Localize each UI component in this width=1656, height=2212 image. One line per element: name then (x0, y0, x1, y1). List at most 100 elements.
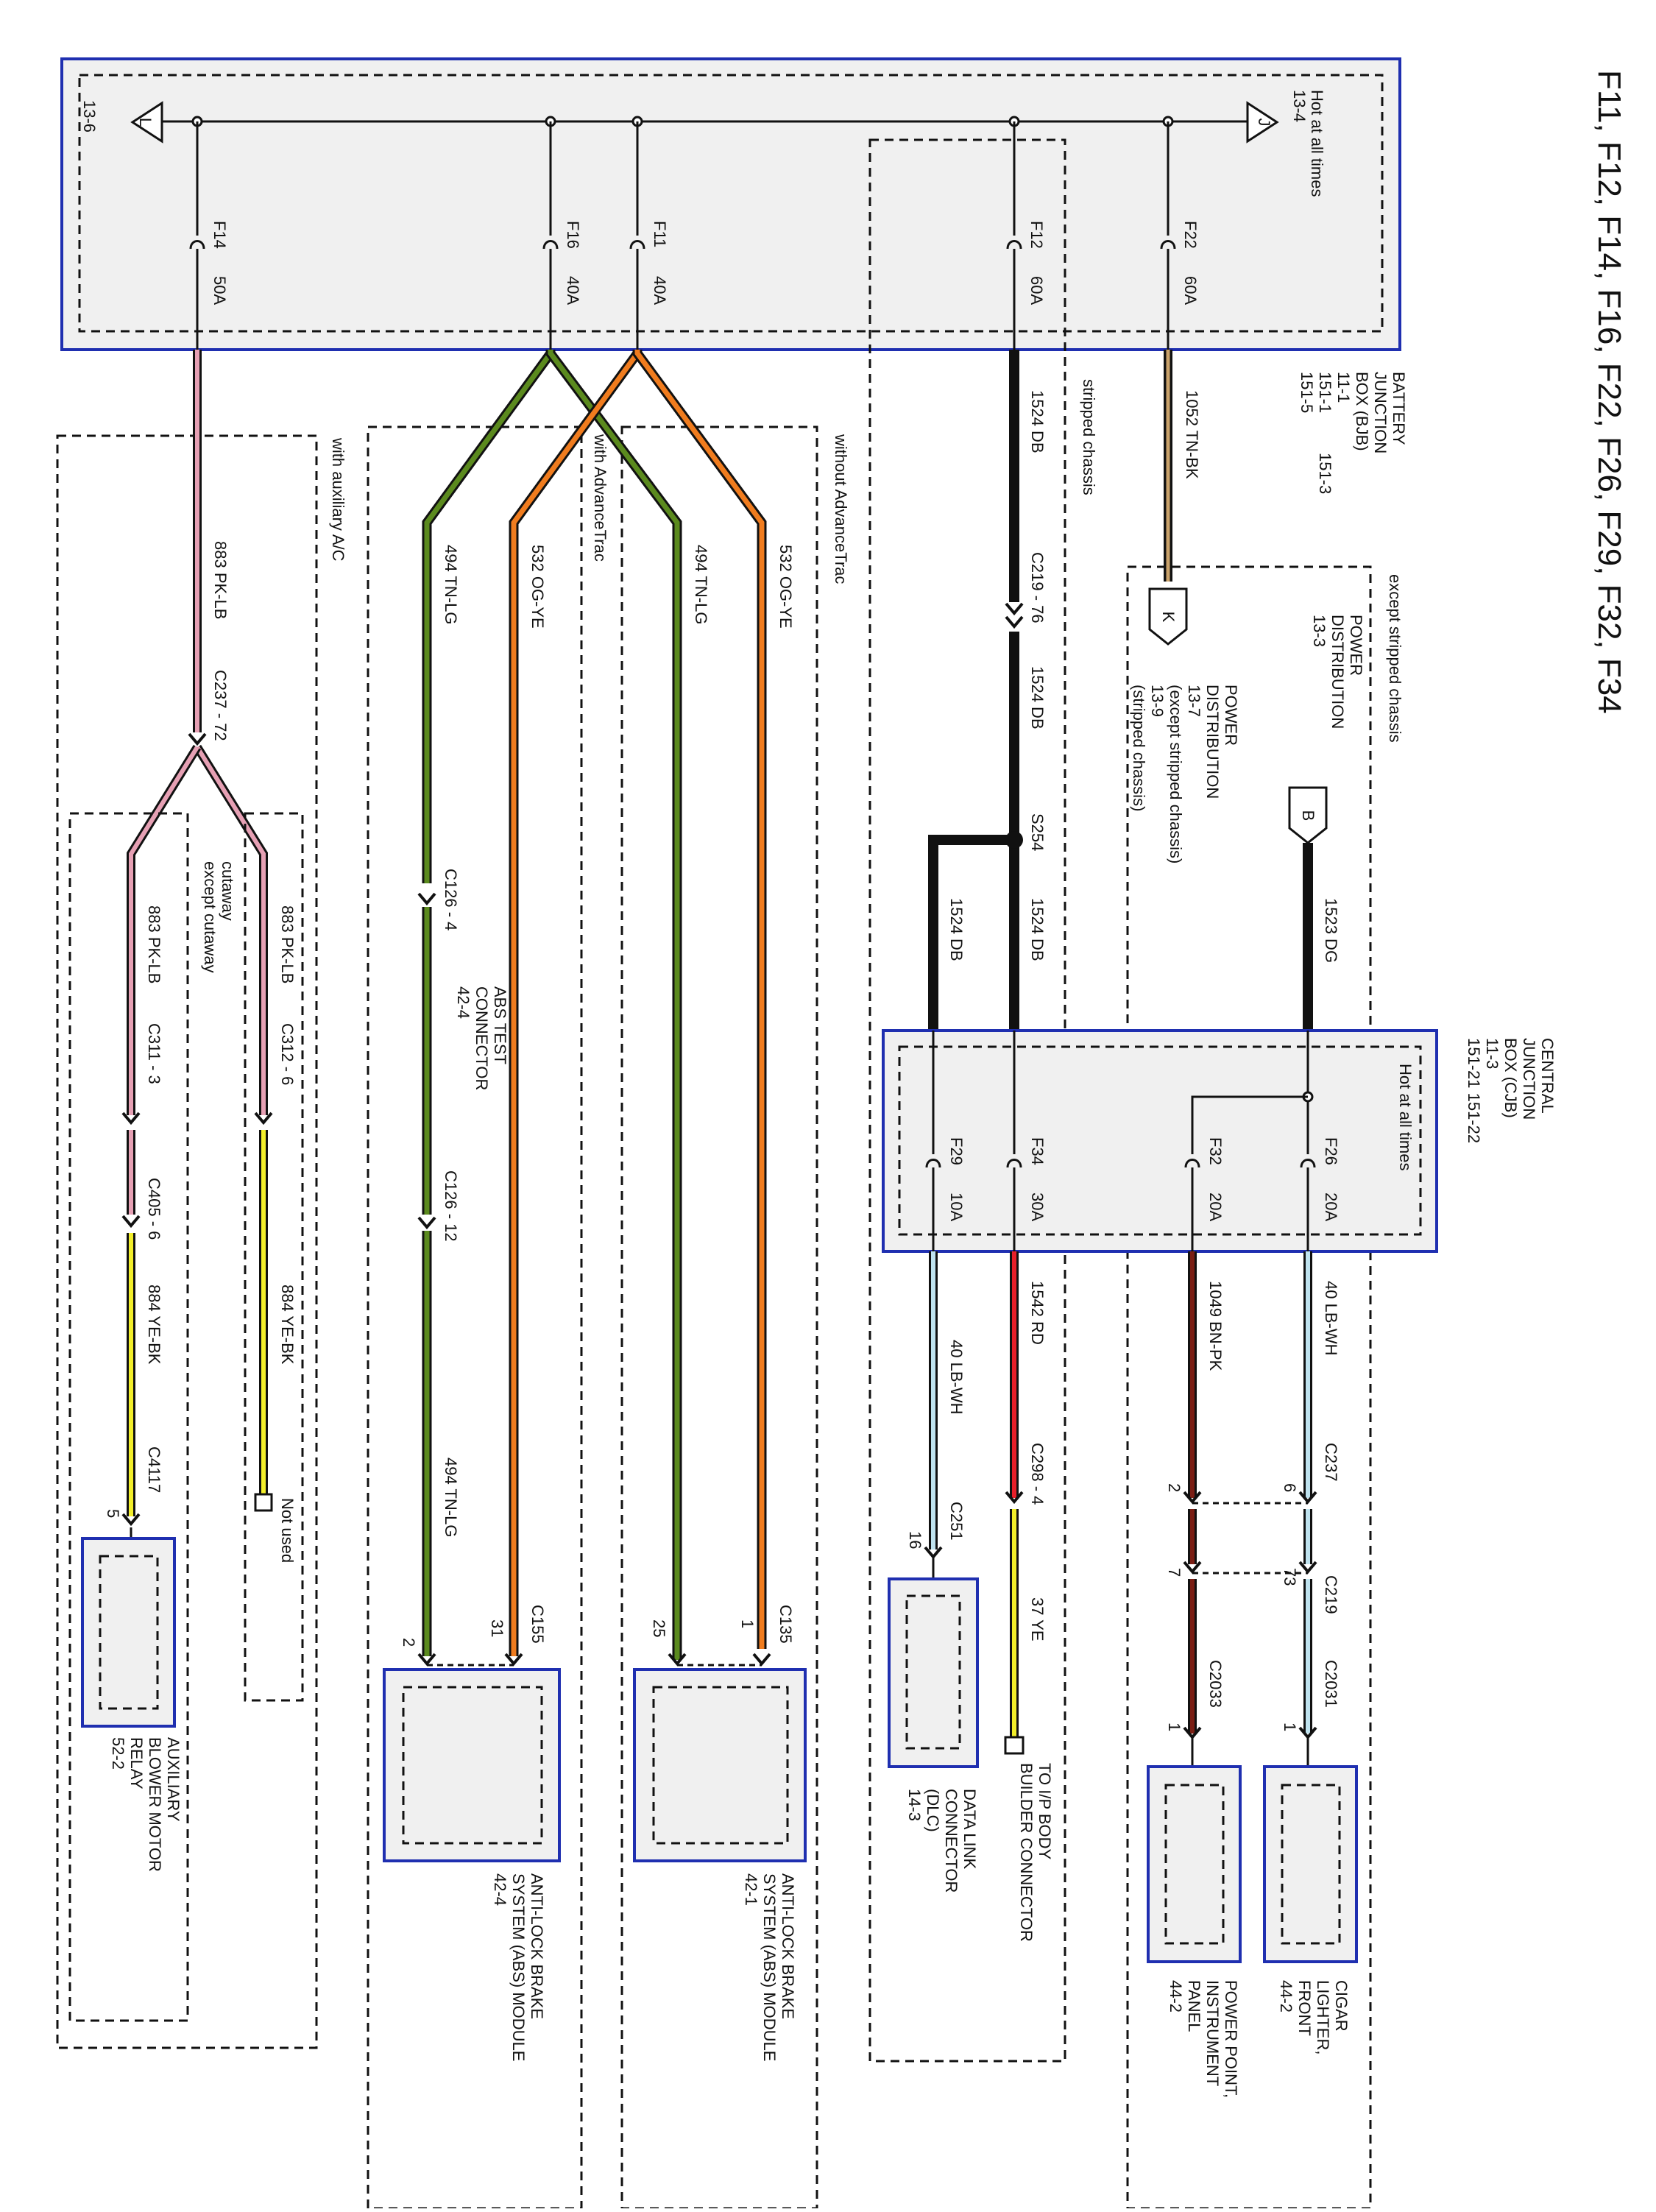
svg-text:7: 7 (1165, 1568, 1183, 1577)
except-stripped-label: except stripped chassis (1386, 574, 1404, 743)
power-distribution-b-label: POWER DISTRIBUTION 13-3 (1310, 615, 1365, 729)
connector-l-ref: 13-6 (80, 100, 99, 132)
with-advancetrac-label: with AdvanceTrac (591, 434, 609, 562)
svg-text:5: 5 (104, 1509, 122, 1518)
svg-text:C135: C135 (776, 1605, 795, 1644)
connector-b-symbol (1288, 786, 1328, 844)
svg-text:C2033: C2033 (1206, 1660, 1225, 1708)
svg-text:532 OG-YE: 532 OG-YE (776, 545, 795, 629)
svg-text:1: 1 (1281, 1722, 1299, 1731)
fuse-f16-name: F16 (564, 221, 582, 249)
fuse-f11-name: F11 (651, 221, 669, 247)
wire-40-f26: 40 LB-WH C237 6 C219 73 C2031 1 (1281, 1251, 1340, 1767)
svg-text:40 LB-WH: 40 LB-WH (1322, 1281, 1340, 1355)
svg-text:73: 73 (1281, 1568, 1299, 1586)
wire-40-f29: 40 LB-WH C251 16 (906, 1251, 966, 1579)
wire-494-f16 (422, 350, 682, 1660)
svg-text:11-3: 11-3 (1483, 1038, 1501, 1069)
cutaway-region (244, 812, 304, 1702)
not-used-label: Not used (278, 1498, 297, 1563)
svg-text:INSTRUMENT: INSTRUMENT (1203, 1980, 1222, 2086)
svg-text:884 YE-BK: 884 YE-BK (278, 1285, 297, 1365)
svg-text:JUNCTION: JUNCTION (1371, 372, 1390, 453)
svg-text:BLOWER MOTOR: BLOWER MOTOR (146, 1737, 164, 1872)
svg-text:CENTRAL: CENTRAL (1538, 1038, 1557, 1114)
battery-junction-box: L 13-6 J 13-4 Hot at all times F14 50A F… (60, 57, 1401, 351)
svg-text:151-21 151-22: 151-21 151-22 (1465, 1038, 1483, 1143)
wire-1524: 1524 DB C219 - 76 1524 DB S254 1524 DB 1… (928, 350, 1047, 1031)
svg-text:494 TN-LG: 494 TN-LG (442, 545, 460, 624)
svg-text:1: 1 (738, 1619, 757, 1628)
svg-text:13-3: 13-3 (1310, 615, 1328, 647)
svg-text:C219: C219 (1322, 1575, 1340, 1614)
except-cutaway-label: except cutaway (201, 861, 219, 973)
fuse-f14-name: F14 (210, 221, 229, 249)
except-cutaway-branch: 883 PK-LB C311 - 3 C405 - 6 884 YE-BK C4… (104, 905, 163, 1538)
svg-text:151-1: 151-1 (1316, 372, 1334, 413)
except-cutaway-region (68, 812, 189, 2022)
svg-text:C126 - 12: C126 - 12 (442, 1170, 460, 1242)
stripped-chassis-label: stripped chassis (1080, 379, 1098, 495)
svg-text:AUXILIARY: AUXILIARY (164, 1737, 183, 1822)
wire-883: 883 PK-LB C237 - 72 (127, 350, 268, 1115)
svg-text:C2031: C2031 (1322, 1660, 1340, 1708)
connector-k-letter: K (1159, 612, 1178, 623)
svg-text:151-3: 151-3 (1316, 453, 1334, 494)
power-distribution-k-label: POWER DISTRIBUTION 13-7 (except stripped… (1130, 685, 1240, 863)
svg-text:LIGHTER,: LIGHTER, (1314, 1980, 1332, 2054)
svg-text:883 PK-LB: 883 PK-LB (145, 905, 163, 983)
with-aux-ac-label: with auxiliary A/C (329, 437, 347, 562)
svg-text:1524 DB: 1524 DB (1028, 390, 1047, 453)
connector-k-symbol (1148, 587, 1188, 646)
svg-text:Hot at all times: Hot at all times (1396, 1064, 1415, 1171)
abs-test-connector: C126 - 4 ABS TEST CONNECTOR 42-4 C126 - … (417, 869, 509, 1656)
fuse-f22-rating: 60A (1181, 276, 1200, 305)
without-advancetrac-region (620, 425, 818, 2210)
with-aux-ac-region (56, 434, 318, 2049)
svg-text:C237 - 72: C237 - 72 (211, 670, 230, 741)
cutaway-label: cutaway (219, 861, 237, 921)
svg-text:SYSTEM (ABS) MODULE: SYSTEM (ABS) MODULE (760, 1873, 779, 2061)
fuse-f12-rating: 60A (1027, 276, 1046, 305)
with-advancetrac-region (367, 425, 583, 2210)
svg-text:532 OG-YE: 532 OG-YE (528, 545, 547, 629)
svg-text:C219 - 76: C219 - 76 (1028, 552, 1047, 623)
svg-text:40 LB-WH: 40 LB-WH (947, 1340, 966, 1414)
svg-text:POWER POINT,: POWER POINT, (1222, 1980, 1240, 2098)
svg-text:1049 BN-PK: 1049 BN-PK (1206, 1281, 1225, 1371)
page-title: F11, F12, F14, F16, F22, F26, F29, F32, … (1591, 70, 1627, 714)
wire-1049: 1049 BN-PK 2 7 C2033 1 (1165, 1251, 1225, 1767)
svg-text:1: 1 (1165, 1722, 1183, 1731)
cjb-label: CENTRAL JUNCTION BOX (CJB) 11-3 151-21 1… (1465, 1038, 1557, 1143)
svg-text:SYSTEM (ABS) MODULE: SYSTEM (ABS) MODULE (509, 1873, 528, 2061)
cutaway-branch: 883 PK-LB C312 - 6 884 YE-BK Not used (254, 905, 297, 1563)
abs-module-42-1: C135 1 25 ANTI-LOCK BRAKE SYSTEM (ABS) M… (633, 1605, 807, 2061)
svg-text:52-2: 52-2 (109, 1737, 127, 1770)
svg-text:2: 2 (1165, 1483, 1183, 1492)
connector-l-symbol (130, 101, 163, 144)
svg-text:44-2: 44-2 (1277, 1980, 1295, 2013)
svg-text:20A: 20A (1206, 1192, 1225, 1221)
svg-text:RELAY: RELAY (127, 1737, 146, 1789)
ip-body-label-2: BUILDER CONNECTOR (1017, 1763, 1036, 1942)
svg-text:11-1: 11-1 (1334, 372, 1353, 403)
svg-text:PANEL: PANEL (1185, 1980, 1203, 2032)
svg-text:30A: 30A (1028, 1192, 1047, 1221)
svg-text:C405 - 6: C405 - 6 (145, 1178, 163, 1240)
wire-1523-label: 1523 DG (1322, 898, 1340, 963)
svg-text:42-4: 42-4 (491, 1873, 509, 1906)
svg-text:BOX (BJB): BOX (BJB) (1353, 372, 1371, 451)
svg-text:C237: C237 (1322, 1443, 1340, 1482)
svg-text:C126 - 4: C126 - 4 (442, 869, 460, 930)
svg-text:13-9: 13-9 (1148, 685, 1167, 717)
svg-text:20A: 20A (1322, 1192, 1340, 1221)
svg-text:883 PK-LB: 883 PK-LB (278, 905, 297, 983)
svg-text:CONNECTOR: CONNECTOR (473, 986, 491, 1090)
fuse-f12-name: F12 (1027, 221, 1046, 249)
svg-text:F26: F26 (1322, 1137, 1340, 1165)
power-point-component: POWER POINT, INSTRUMENT PANEL 44-2 (1147, 1765, 1242, 2098)
svg-text:ANTI-LOCK BRAKE: ANTI-LOCK BRAKE (779, 1873, 797, 2019)
svg-text:151-5: 151-5 (1298, 372, 1316, 413)
